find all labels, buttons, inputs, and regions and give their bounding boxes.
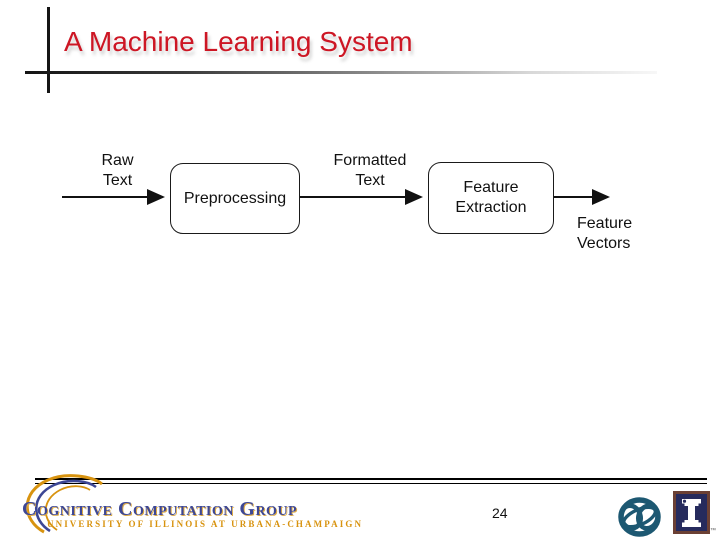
illinois-block-i-logo-icon (673, 491, 710, 534)
knot-sphere-logo-icon (618, 497, 661, 537)
box-feature-extraction: Feature Extraction (428, 162, 554, 234)
label-formatted-text: Formatted Text (333, 152, 407, 189)
trademark-mark: ™ (710, 528, 716, 534)
label-raw-text: Raw Text (101, 152, 134, 189)
title-vertical-rule (47, 7, 50, 93)
cognitive-computation-group-logo: Cognitive Computation Group UNIVERSITY O… (16, 474, 366, 536)
org-name: Cognitive Computation Group (22, 498, 298, 520)
label-feature-vectors: Feature Vectors (577, 215, 633, 252)
box-preprocessing: Preprocessing (170, 163, 300, 234)
page-number: 24 (492, 505, 508, 521)
title-gradient-rule (25, 71, 657, 74)
slide-title: A Machine Learning System (64, 26, 413, 57)
swoosh-arcs-icon (25, 474, 103, 534)
footer-double-rule (35, 478, 707, 484)
org-subtitle: UNIVERSITY OF ILLINOIS AT URBANA-CHAMPAI… (47, 519, 364, 529)
